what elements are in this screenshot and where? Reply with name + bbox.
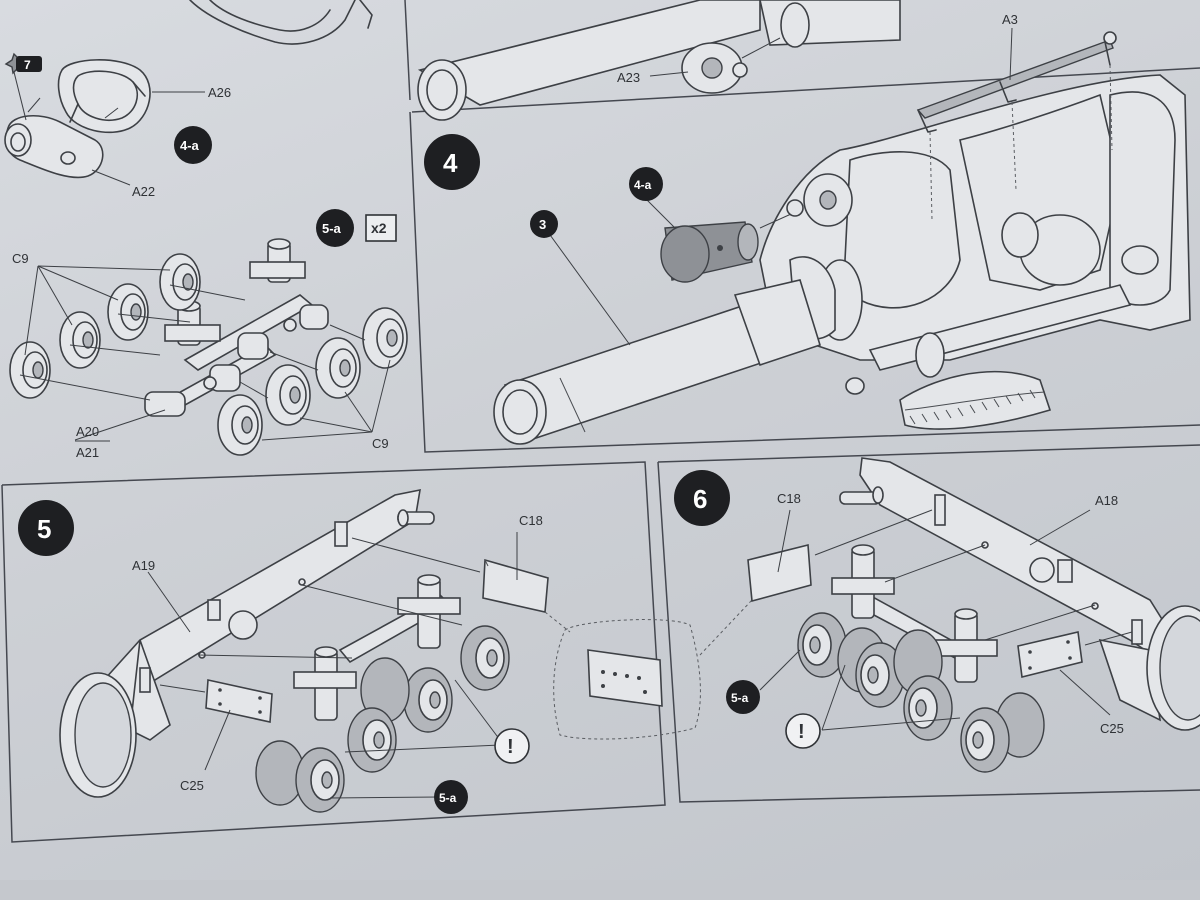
badge-4a-step4-text: 4-a [634, 178, 652, 192]
wheel-left-4 [9, 341, 51, 399]
step-4-number: 4 [443, 148, 458, 178]
warning-step5: ! [494, 728, 530, 764]
badge-4a-left: 4-a [174, 126, 212, 164]
wheel-right-1 [362, 307, 408, 369]
wheel-left-2 [107, 283, 149, 341]
label-C18-step5: C18 [519, 513, 543, 528]
warning-step6: ! [785, 713, 821, 749]
badge-5a-step6-text: 5-a [731, 691, 749, 705]
step-4-badge: 4 [424, 134, 480, 190]
callout-3-text: 3 [539, 217, 546, 232]
bogie-assembly-5a [9, 238, 408, 456]
label-A20: A20 [76, 424, 99, 439]
wheel-left-1 [159, 253, 201, 311]
wheel-right-3 [265, 364, 311, 426]
label-A3: A3 [1002, 12, 1018, 27]
gun-mount-assembly [759, 74, 1191, 430]
step-6-badge: 6 [674, 470, 730, 526]
detail-bubble [544, 599, 753, 740]
wheel-right-2 [315, 337, 361, 399]
step-6-number: 6 [693, 484, 707, 514]
sub-7-assembly [4, 52, 205, 186]
top-left-part-remnant [189, 0, 373, 45]
label-A23: A23 [617, 70, 640, 85]
bogies-step6 [759, 544, 1096, 773]
label-C9-bottom: C9 [372, 436, 389, 451]
step-5-badge: 5 [18, 500, 74, 556]
label-C9-top: C9 [12, 251, 29, 266]
hull-side-A19 [59, 488, 435, 798]
badge-5a-step5: 5-a [434, 780, 468, 814]
label-A19: A19 [132, 558, 155, 573]
part-C25-step6 [1017, 631, 1133, 716]
label-C18-step6: C18 [777, 491, 801, 506]
label-A22: A22 [132, 184, 155, 199]
badge-5a-step6: 5-a [726, 680, 760, 714]
multiplier-box: x2 [365, 214, 397, 242]
label-C25-step5: C25 [180, 778, 204, 793]
warning-step6-text: ! [798, 721, 805, 743]
wheel-left-3 [59, 311, 101, 369]
page-bottom-edge [0, 880, 1200, 900]
part-C25-step5 [159, 679, 273, 771]
bogies-step5 [197, 574, 510, 813]
star-badge-7: 7 [16, 56, 42, 72]
callout-3: 3 [530, 210, 558, 238]
label-A21: A21 [76, 445, 99, 460]
label-C25-step6: C25 [1100, 721, 1124, 736]
warning-step5-text: ! [507, 736, 514, 758]
panel-frames [1, 0, 1200, 843]
part-A3-handle [916, 27, 1117, 221]
badge-5a-header: 5-a [316, 209, 354, 247]
part-C18-step6 [747, 509, 933, 603]
hull-side-A18 [839, 457, 1200, 731]
label-A18: A18 [1095, 493, 1118, 508]
label-A26: A26 [208, 85, 231, 100]
top-barrel-remnant [417, 0, 901, 121]
wheel-right-4 [217, 394, 263, 456]
sub-7-label: 7 [24, 58, 31, 72]
multiplier-text: x2 [371, 220, 387, 236]
badge-4a-left-text: 4-a [180, 138, 200, 153]
step-5-number: 5 [37, 514, 51, 544]
badge-5a-step5-text: 5-a [439, 791, 457, 805]
gun-barrel-part-3 [493, 227, 821, 445]
badge-4a-step4: 4-a [629, 167, 663, 201]
badge-5a-header-text: 5-a [322, 221, 342, 236]
part-4a-muzzle-cap [646, 173, 853, 283]
